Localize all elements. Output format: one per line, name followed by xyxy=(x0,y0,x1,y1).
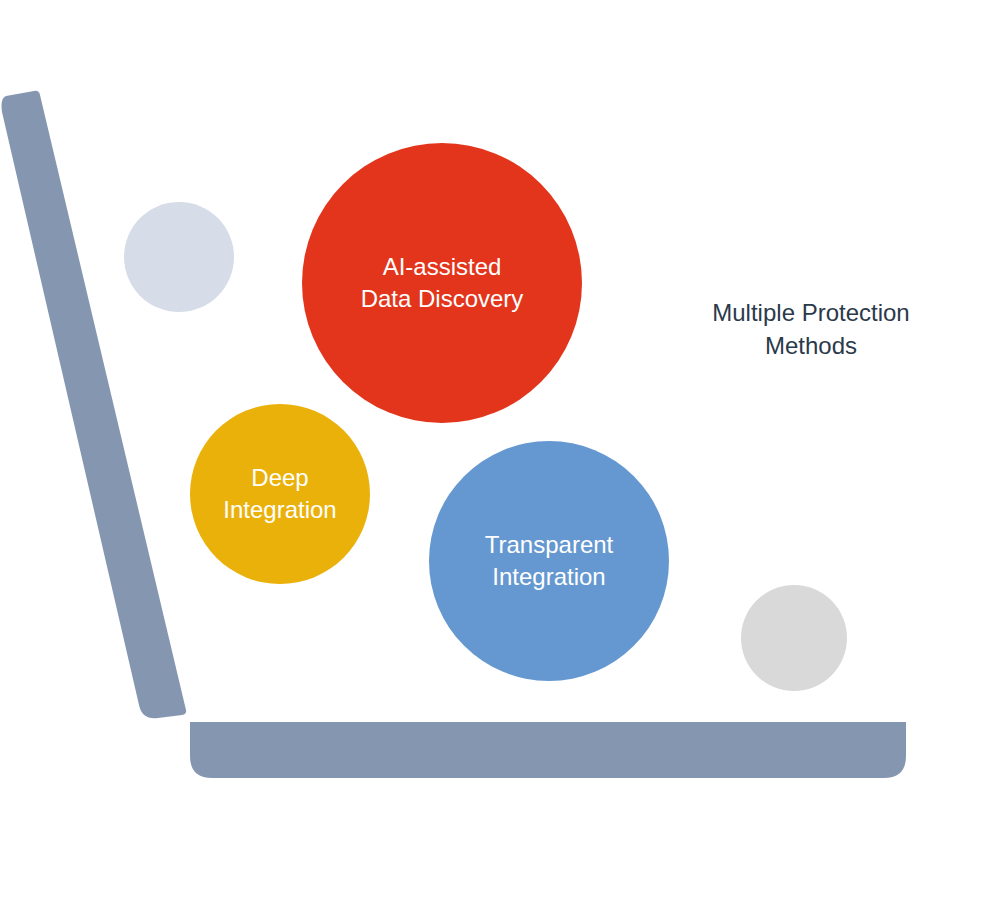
circle-label: AI-assisted Data Discovery xyxy=(342,251,542,316)
decor-circle xyxy=(741,585,847,691)
feature-circle: Transparent Integration xyxy=(429,441,669,681)
decor-circle xyxy=(124,202,234,312)
feature-circle: AI-assisted Data Discovery xyxy=(302,143,582,423)
laptop-base xyxy=(190,722,906,778)
laptop-screen xyxy=(2,91,187,718)
heading-label: Multiple Protection Methods xyxy=(686,296,936,362)
feature-circle: Deep Integration xyxy=(190,404,370,584)
circle-label: Deep Integration xyxy=(210,462,350,527)
circle-label: Transparent Integration xyxy=(464,529,634,594)
